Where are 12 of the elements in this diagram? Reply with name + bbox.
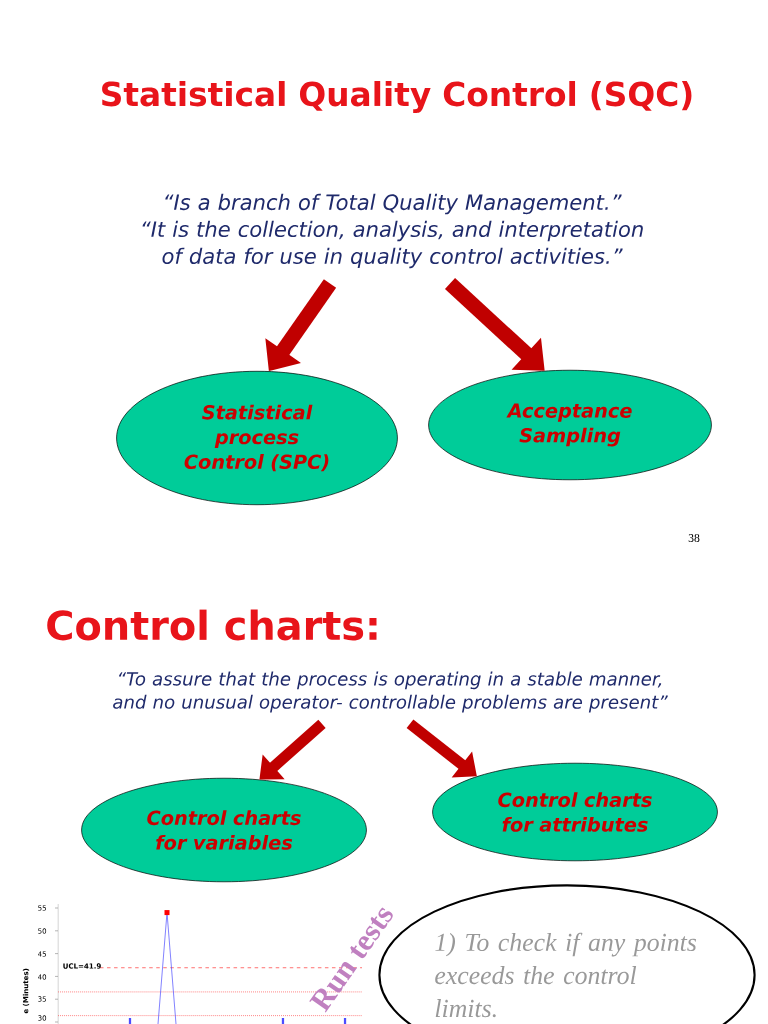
block-arrow	[259, 719, 326, 780]
title: Statistical Quality Control (SQC)	[102, 81, 692, 113]
ellipse-node: Control charts for variables	[81, 777, 367, 883]
ellipse-node: Statistical process Control (SPC)	[116, 370, 398, 506]
quote-text: “To assure that the process is operating in a stable manner, and no unusual operator- controllable problems are present”	[113, 671, 668, 713]
ellipse-node: Acceptance Sampling	[428, 369, 712, 481]
block-arrow	[406, 719, 477, 778]
quote-text: “Is a branch of Total Quality Management.” “It is the collection, analysis, and interpretation of data for use in quality control activities.”	[142, 193, 643, 269]
page-number: 38	[688, 534, 700, 542]
heading: Control charts:	[47, 609, 377, 641]
block-arrow	[444, 278, 545, 371]
ellipse-node: Control charts for attributes	[432, 762, 718, 862]
